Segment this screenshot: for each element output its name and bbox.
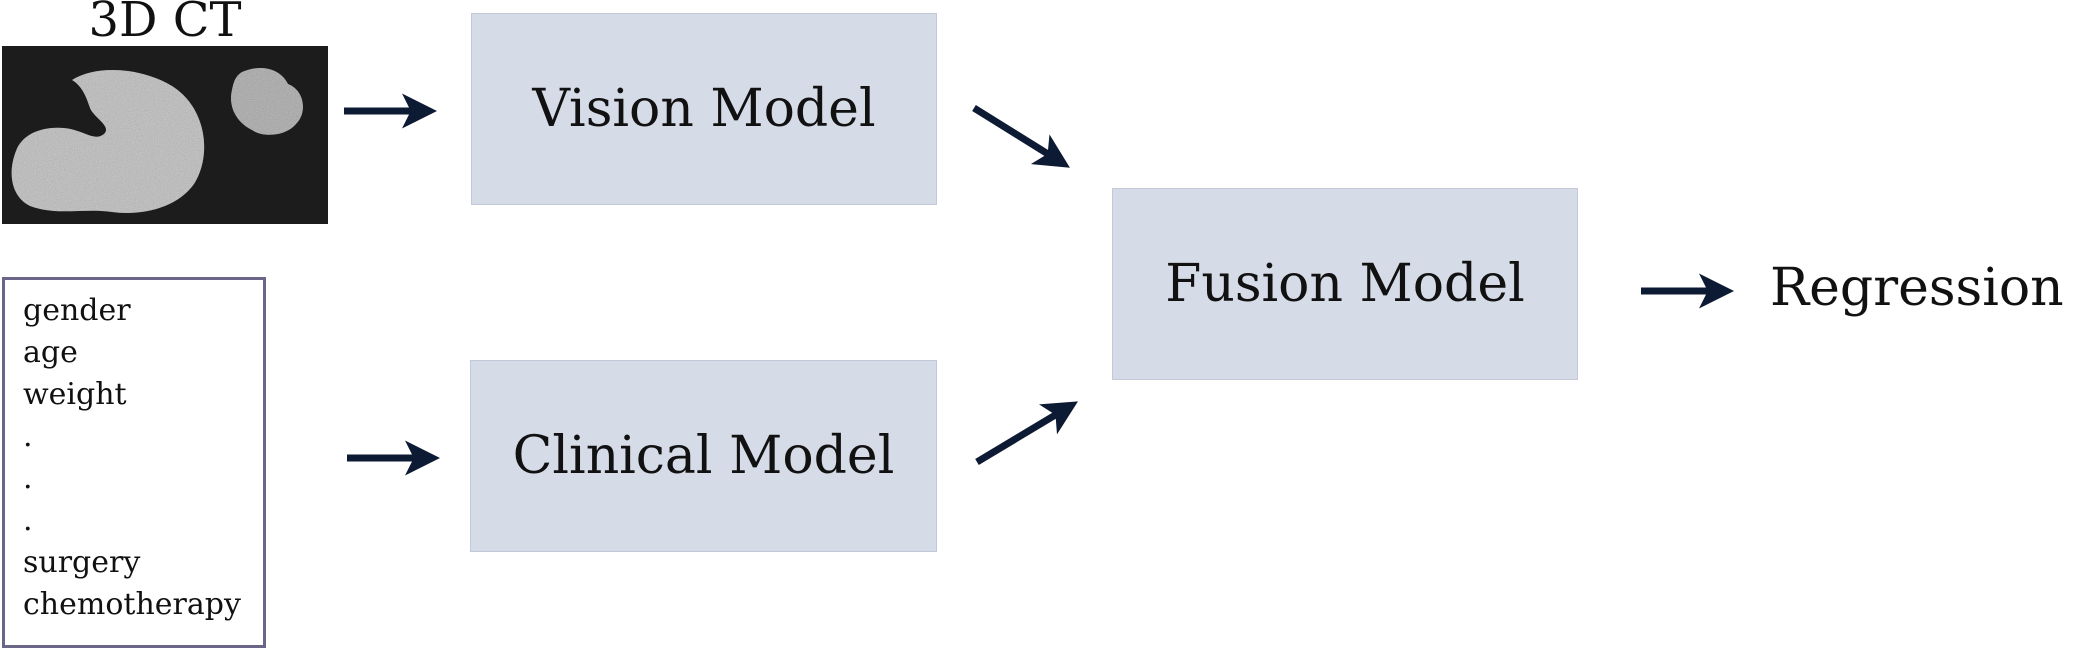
clinical-model-label: Clinical Model — [512, 426, 895, 486]
ct-lesion-small — [230, 68, 303, 135]
feature-ellipsis-3: . — [23, 503, 33, 538]
feature-gender: gender — [23, 293, 131, 328]
feature-age: age — [23, 335, 78, 370]
ct-lesion-large — [11, 69, 205, 213]
regression-output-label: Regression — [1770, 258, 2064, 318]
feature-chemotherapy: chemotherapy — [23, 587, 241, 622]
feature-ellipsis-2: . — [23, 461, 33, 496]
feature-ellipsis-1: . — [23, 419, 33, 454]
arrow-clinical-to-fusion — [975, 401, 1079, 466]
clinical-features-box: gender age weight . . . surgery chemothe… — [2, 277, 266, 648]
ct-title: 3D CT — [88, 0, 242, 48]
feature-weight: weight — [23, 377, 127, 412]
clinical-features-list: gender age weight . . . surgery chemothe… — [5, 280, 263, 626]
ct-scan-image — [2, 46, 328, 224]
vision-model-label: Vision Model — [532, 79, 876, 139]
feature-surgery: surgery — [23, 545, 141, 580]
arrow-vision-to-fusion — [972, 105, 1070, 168]
fusion-model-label: Fusion Model — [1165, 254, 1525, 314]
fusion-model-box: Fusion Model — [1112, 188, 1578, 380]
clinical-model-box: Clinical Model — [470, 360, 937, 552]
vision-model-box: Vision Model — [471, 13, 937, 205]
